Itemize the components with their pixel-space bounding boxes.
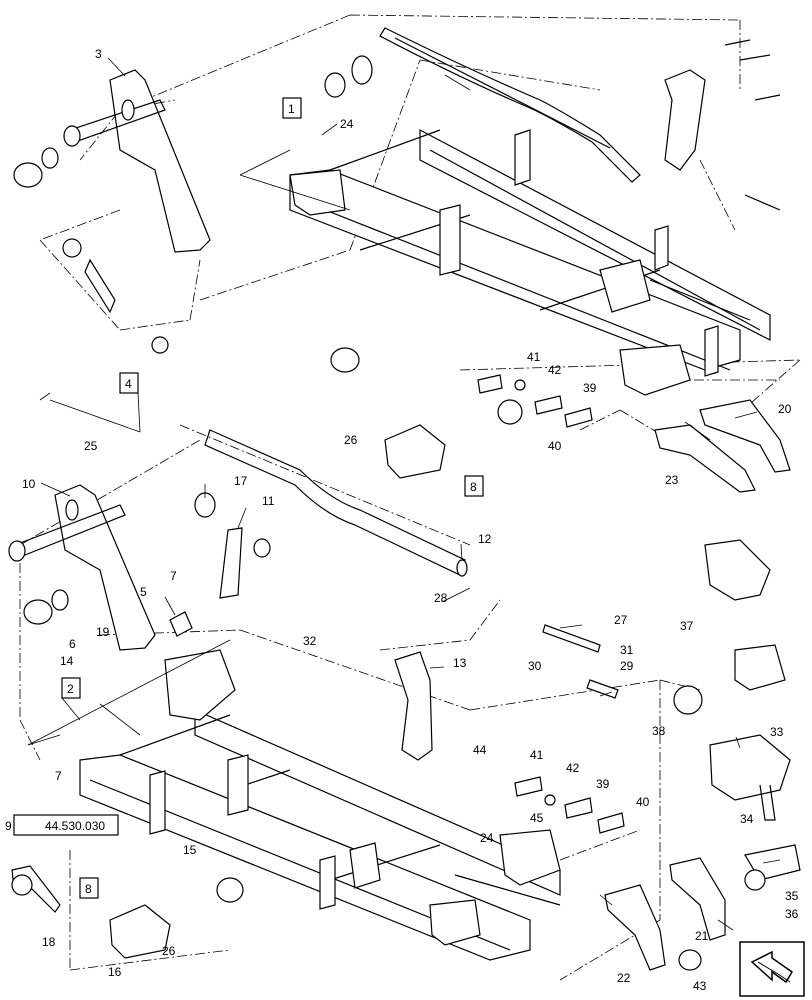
callout-39-upper: 39 [583,381,597,395]
hub-part [330,347,360,373]
callout-7-lower: 7 [55,769,62,783]
callout-38: 38 [652,724,666,738]
callout-43: 43 [693,979,707,993]
callout-15: 15 [183,843,197,857]
callout-4: 4 [125,377,132,391]
callout-26-upper: 26 [344,433,358,447]
callout-14: 14 [60,654,74,668]
callout-box-8-lower [79,877,99,899]
callout-41-upper: 41 [527,350,541,364]
washer-part [62,238,82,258]
link-part [84,258,116,314]
callout-box-8-upper [464,475,484,497]
callout-5: 5 [140,585,147,599]
callout-2: 2 [67,682,74,696]
link-11 [219,527,243,599]
callout-box-4 [119,372,139,394]
link-plate-upper [664,69,706,171]
leader-lines [40,57,781,931]
page-arrow-icon[interactable] [739,941,805,997]
seal-part [351,55,373,85]
callout-44: 44 [473,743,487,757]
callout-40-upper: 40 [548,439,562,453]
boxed-labels [13,74,484,899]
callout-9: 9 [5,819,12,833]
callout-23: 23 [665,473,679,487]
callout-13: 13 [453,656,467,670]
lift-link-13 [394,651,433,761]
callout-33: 33 [770,725,784,739]
callout-27: 27 [614,613,628,627]
callout-40-lower: 40 [636,795,650,809]
callout-24-upper: 24 [340,117,354,131]
callout-box-2 [61,677,81,699]
callout-8-upper: 8 [470,480,477,494]
pin-41-upper [477,374,503,394]
callout-25: 25 [84,439,98,453]
lift-arm-21 [669,857,726,941]
main-frame-lower [79,649,561,961]
callout-29: 29 [620,659,634,673]
callout-32: 32 [303,634,317,648]
callout-21: 21 [695,929,709,943]
callout-17: 17 [234,474,248,488]
callout-12: 12 [478,532,492,546]
torque-tube-upper [379,27,641,183]
part-5 [169,611,193,637]
callout-31: 31 [620,643,634,657]
callout-8-lower: 8 [85,882,92,896]
callout-6: 6 [69,637,76,651]
hitch-arm-upper [13,69,211,253]
callout-39-lower: 39 [596,777,610,791]
callout-1: 1 [288,102,295,116]
bracket-8-lower [109,904,171,959]
upper-assembly [13,14,801,493]
callout-41-lower: 41 [530,748,544,762]
callout-box-1 [282,97,302,119]
washer-part-2 [151,336,169,354]
lift-arm-22 [604,884,666,971]
callout-16: 16 [108,965,122,979]
bushing-part [324,72,346,98]
strap-29 [586,679,619,699]
bracket-33 [709,734,791,801]
hub-part-2 [497,399,523,425]
callout-22: 22 [617,971,631,985]
callout-28: 28 [434,591,448,605]
callout-text: 3 24 1 4 25 41 42 39 40 26 8 20 23 10 17… [5,47,799,993]
hub-37 [673,685,703,715]
callout-35: 35 [785,889,799,903]
main-frame-upper [289,129,771,396]
hub-43 [678,949,702,971]
callout-7-upper: 7 [170,569,177,583]
callout-18: 18 [42,935,56,949]
callout-24-lower: 24 [480,831,494,845]
callout-42-lower: 42 [566,761,580,775]
spring-rod-27 [542,624,601,653]
callout-37: 37 [680,619,694,633]
callout-34: 34 [740,812,754,826]
ref-box [13,814,119,836]
callout-36: 36 [785,907,799,921]
callout-3: 3 [95,47,102,61]
callout-10: 10 [22,477,36,491]
callout-45: 45 [530,811,544,825]
callout-19: 19 [96,625,110,639]
callout-42-upper: 42 [548,363,562,377]
bracket-8-upper [384,424,446,479]
callout-20: 20 [778,402,792,416]
callout-26-lower: 26 [162,944,176,958]
lift-arm-20 [699,399,791,473]
hitch-arm-lower [8,484,156,651]
reference-number: 44.530.030 [45,819,105,833]
lower-assembly [8,424,801,981]
callout-11: 11 [262,494,275,508]
callout-30: 30 [528,659,542,673]
